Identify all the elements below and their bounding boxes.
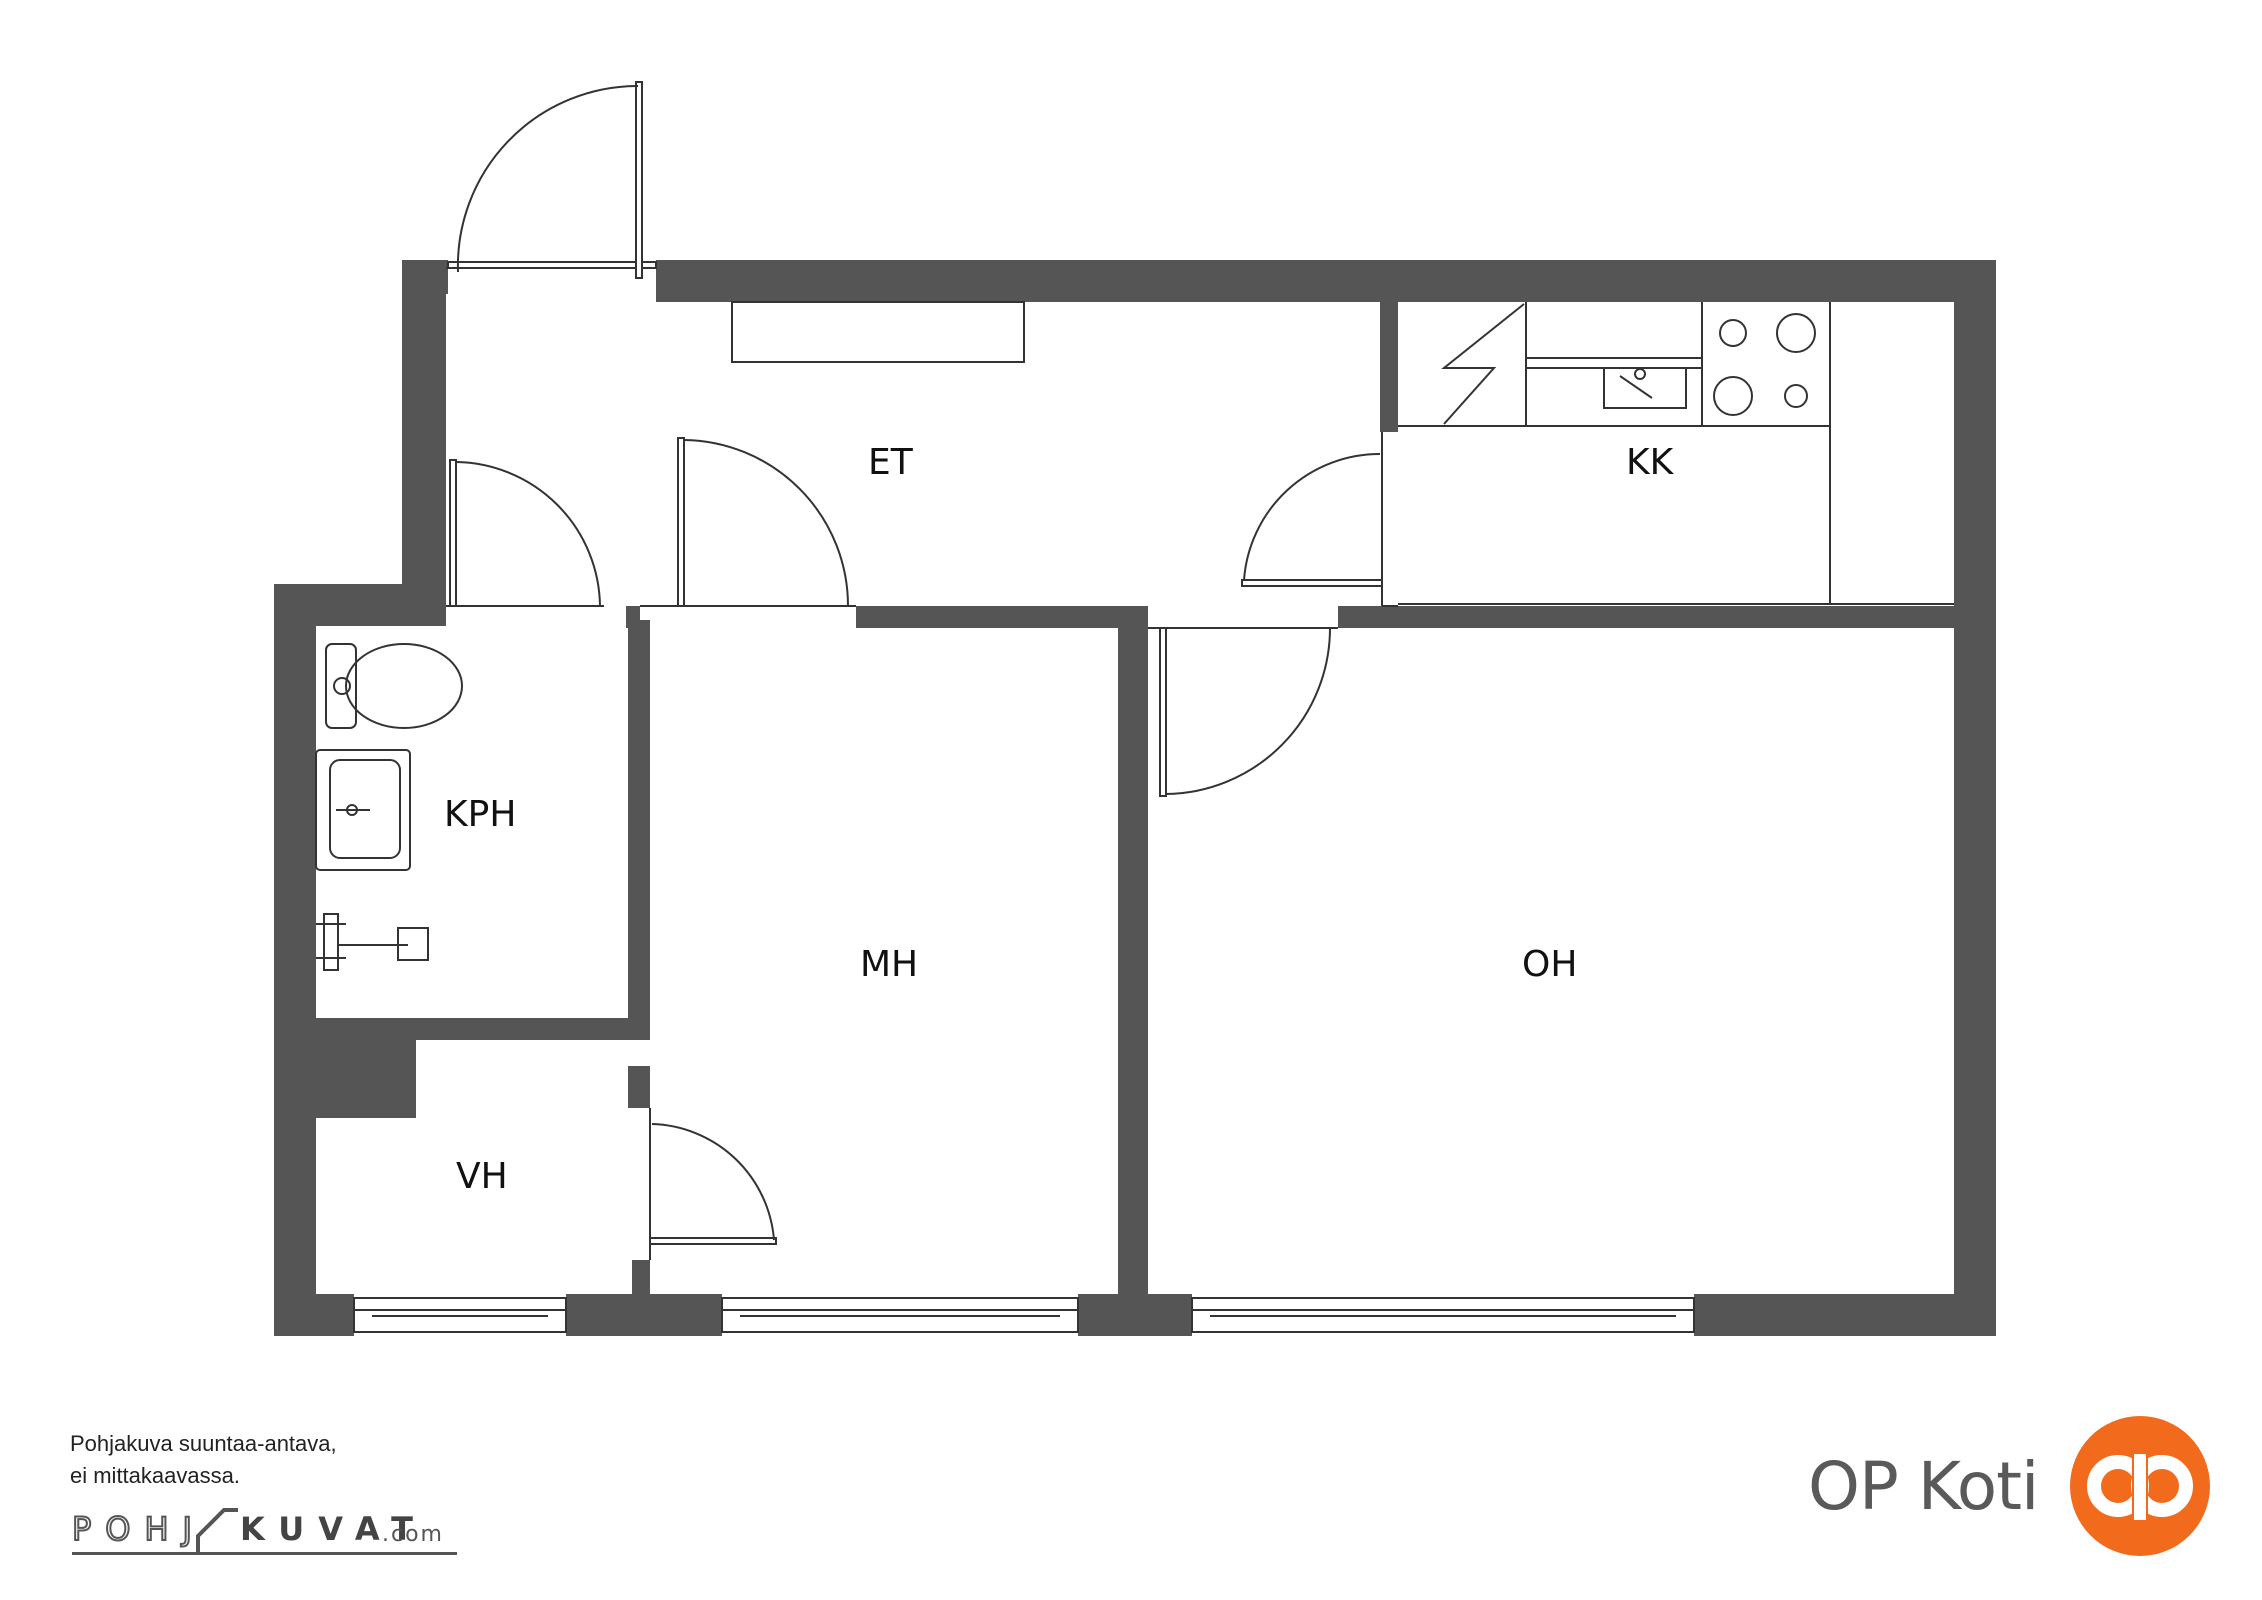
walls (274, 260, 1996, 1336)
kitchen-counter (1398, 302, 1954, 605)
wardrobe (731, 301, 1025, 363)
credit-a-mark-icon (196, 1508, 238, 1552)
sink-icon (315, 749, 411, 871)
room-label-kph: KPH (444, 794, 516, 835)
credit-part-1: POHJ (71, 1509, 206, 1549)
op-logo-icon (2070, 1416, 2210, 1556)
brand-name: OP Koti (1808, 1448, 2039, 1525)
disclaimer-line-1: Pohjakuva suuntaa-antava, (70, 1431, 337, 1456)
room-label-mh: MH (860, 944, 918, 985)
vh-door (649, 1108, 777, 1260)
credit-underline (72, 1552, 457, 1555)
disclaimer-line-2: ei mittakaavassa. (70, 1463, 240, 1488)
shower-icon (316, 913, 429, 971)
disclaimer: Pohjakuva suuntaa-antava, ei mittakaavas… (70, 1428, 337, 1492)
details (315, 81, 1954, 1333)
credit-part-2: KUVAT (240, 1510, 427, 1548)
room-label-et: ET (868, 442, 914, 483)
oh-door (1148, 627, 1338, 797)
mh-door (640, 437, 856, 607)
room-labels: ET KK KPH MH OH VH (444, 442, 1675, 1197)
kitchen-sink-icon (1603, 367, 1687, 409)
room-label-kk: KK (1626, 442, 1675, 483)
toilet-icon (325, 643, 463, 729)
kitchen-door (1241, 432, 1398, 607)
room-label-oh: OH (1522, 944, 1577, 985)
stove-icon (1713, 313, 1816, 416)
entrance-door (446, 81, 657, 279)
kph-door (446, 459, 604, 607)
room-label-vh: VH (456, 1156, 508, 1197)
credit-part-3: .com (382, 1522, 444, 1547)
windows (353, 1297, 1695, 1333)
